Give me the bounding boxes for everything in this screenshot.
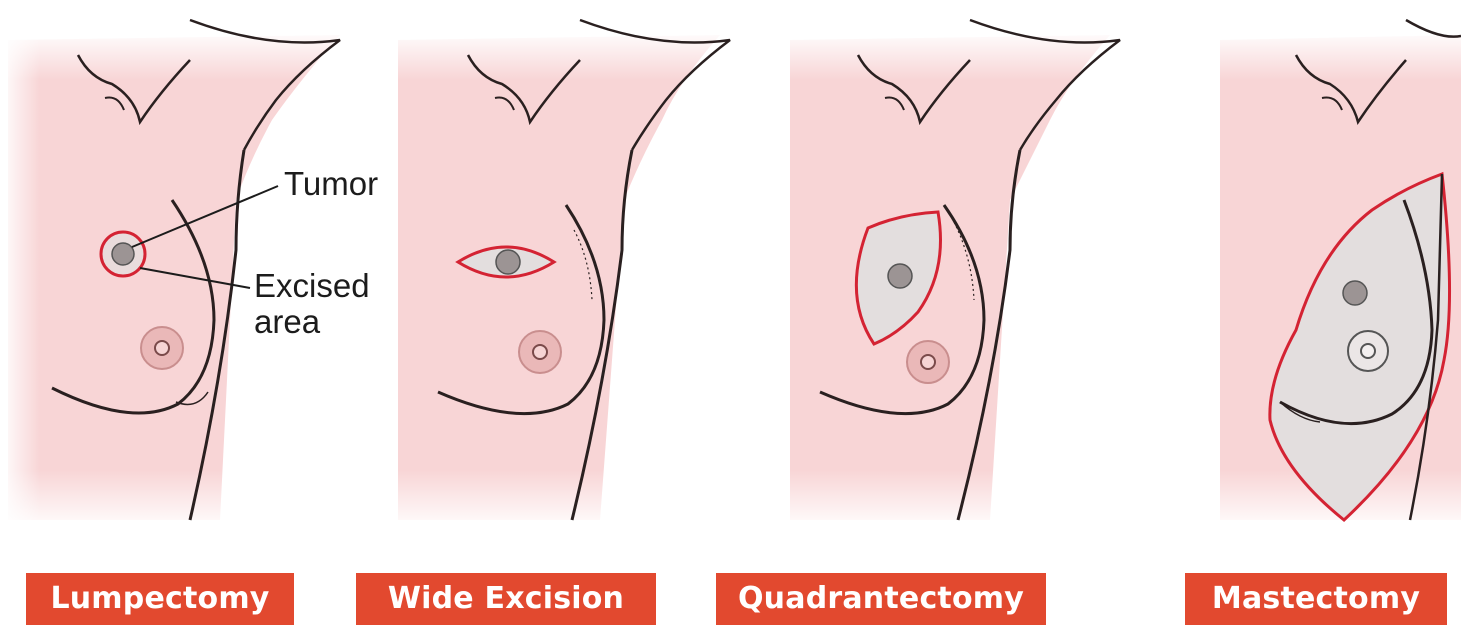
label-lumpectomy: Lumpectomy [26,573,294,625]
tumor [496,250,520,274]
tumor [112,243,134,265]
tumor-callout: Tumor [284,166,378,202]
panel-wide-excision [398,20,730,530]
label-wide-excision: Wide Excision [356,573,656,625]
label-mastectomy: Mastectomy [1185,573,1447,625]
skin-area [790,35,1110,520]
tumor [888,264,912,288]
skin-area [398,35,720,520]
panel-mastectomy [1220,20,1461,530]
tumor [1343,281,1367,305]
panel-quadrantectomy [790,20,1120,530]
excised-area-callout: Excised [254,268,370,304]
label-quadrantectomy: Quadrantectomy [716,573,1046,625]
excised-area-callout-line2: area [254,304,320,340]
